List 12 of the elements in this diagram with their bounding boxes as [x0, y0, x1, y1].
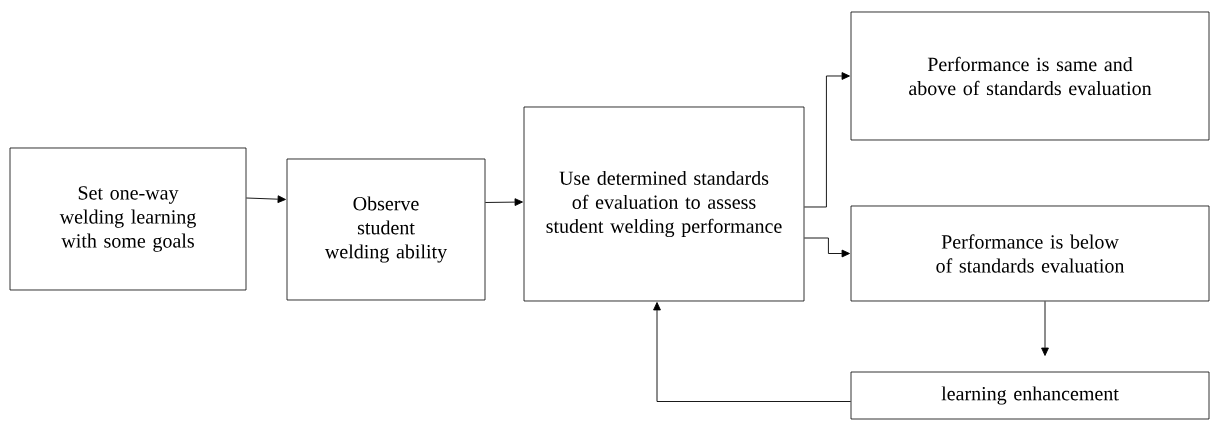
arrow [803, 72, 850, 208]
process-box: Use determined standards of evaluation to assess student welding performance [523, 106, 805, 302]
process-box: Performance is below of standards evaluation [850, 205, 1210, 302]
process-box: Observe student welding ability [286, 158, 486, 301]
arrow [245, 195, 286, 204]
arrow [484, 198, 523, 206]
process-box: Set one-way welding learning with some goals [9, 147, 247, 291]
process-box: Performance is same and above of standards evaluation [850, 11, 1210, 141]
process-box: learning enhancement [850, 371, 1210, 420]
arrow [1041, 300, 1049, 356]
arrow [803, 237, 850, 258]
arrow [653, 302, 852, 402]
